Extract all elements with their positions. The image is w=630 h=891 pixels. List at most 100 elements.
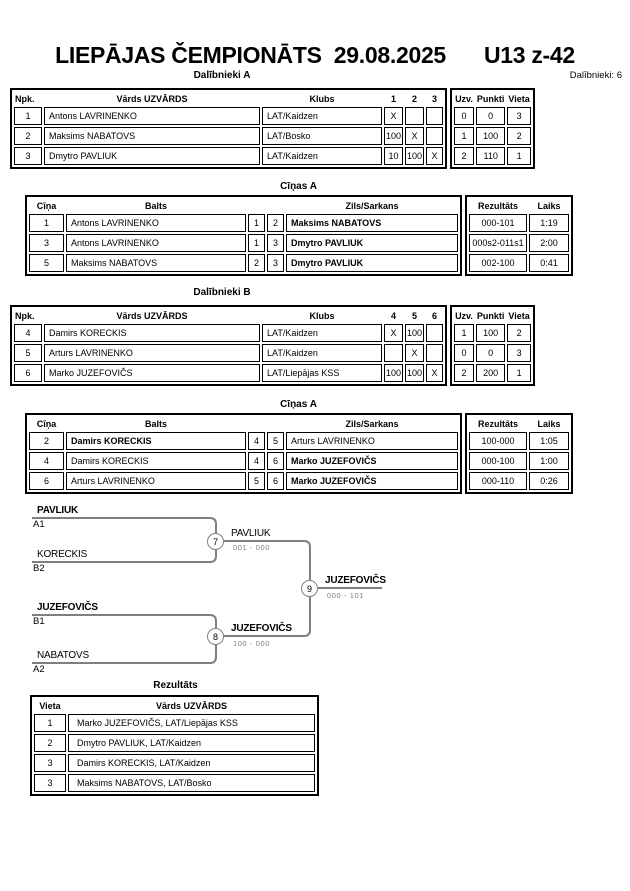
club-cell: LAT/Kaidzen [262, 147, 382, 165]
table-row: 000-110 0:26 [469, 472, 569, 490]
col-place: Vieta [39, 700, 61, 711]
col-blue: Zils/Sarkans [345, 200, 399, 211]
table-row: 2 Dmytro PAVLIUK, LAT/Kaidzen [34, 734, 315, 752]
table-row: 0 0 3 [454, 107, 531, 125]
col-result: Rezultāts [477, 418, 518, 429]
col-2: 2 [412, 93, 418, 104]
group-a-main: Npk. Vārds UZVĀRDS Klubs 1 2 3 1 Antons … [10, 88, 448, 169]
header-row: Npk. Vārds UZVĀRDS Klubs 1 2 3 [14, 92, 443, 105]
table-row: 1 100 2 [454, 127, 531, 145]
match-score: 000 - 101 [327, 591, 365, 600]
bracket-entry-name: NABATOVS [37, 650, 89, 661]
score-cell [384, 344, 404, 362]
title-category: U13 z-42 [483, 42, 575, 68]
score-cell: 100 [384, 127, 404, 145]
blue-name-cell: Marko JUZEFOVIČS [286, 452, 458, 470]
white-name-cell: Maksims NABATOVS [66, 254, 246, 272]
table-row: 0 0 3 [454, 344, 531, 362]
col-name: Vārds UZVĀRDS [155, 700, 227, 711]
bracket-entry-name: JUZEFOVIČS [37, 602, 98, 613]
npk-cell: 1 [14, 107, 42, 125]
col-fight: Cīņa [36, 418, 57, 429]
col-spacer [267, 417, 284, 430]
time-cell: 1:05 [529, 432, 569, 450]
table-row: 002-100 0:41 [469, 254, 569, 272]
time-cell: 0:26 [529, 472, 569, 490]
time-cell: 1:00 [529, 452, 569, 470]
white-no-cell: 4 [248, 452, 265, 470]
blue-no-cell: 2 [267, 214, 284, 232]
group-b-table: Npk. Vārds UZVĀRDS Klubs 4 5 6 4 Damirs … [10, 305, 535, 386]
club-cell: LAT/Kaidzen [262, 324, 382, 342]
fight-no-cell: 3 [29, 234, 64, 252]
match-winner-name: JUZEFOVIČS [325, 575, 386, 586]
score-cell [426, 107, 444, 125]
score-cell: X [426, 147, 444, 165]
time-cell: 2:00 [529, 234, 569, 252]
fight-row: 4 Damirs KORECKIS 4 6 Marko JUZEFOVIČS [29, 452, 458, 470]
white-name-cell: Antons LAVRINENKO [66, 214, 246, 232]
col-points: Punkti [476, 93, 505, 104]
club-cell: LAT/Kaidzen [262, 344, 382, 362]
white-no-cell: 4 [248, 432, 265, 450]
match-number: 7 [212, 536, 218, 547]
table-row: 2 110 1 [454, 147, 531, 165]
fight-no-cell: 4 [29, 452, 64, 470]
match-score: 001 - 000 [233, 543, 271, 552]
fights-a-main: Cīņa Balts Zils/Sarkans 1 Antons LAVRINE… [25, 195, 462, 276]
fight-row: 1 Antons LAVRINENKO 1 2 Maksims NABATOVS [29, 214, 458, 232]
group-a-heading: Dalībnieki A [193, 70, 251, 81]
bracket-entry-seed: A2 [33, 664, 45, 675]
group-b-heading: Dalībnieki B [193, 287, 251, 298]
points-cell: 100 [475, 127, 506, 145]
col-npk: Npk. [15, 93, 35, 104]
score-cell: 10 [384, 147, 404, 165]
name-cell: Arturs LAVRINENKO [44, 344, 260, 362]
col-white: Balts [144, 200, 167, 211]
fight-no-cell: 1 [29, 214, 64, 232]
col-5: 5 [412, 310, 418, 321]
place-cell: 3 [507, 344, 531, 362]
bracket-entry-seed: B2 [33, 563, 45, 574]
npk-cell: 2 [14, 127, 42, 145]
club-cell: LAT/Kaidzen [262, 107, 382, 125]
place-cell: 2 [507, 127, 531, 145]
table-row: 1 Antons LAVRINENKO LAT/Kaidzen X [14, 107, 444, 125]
elimination-bracket: PAVLIUK A1 KORECKIS B2 JUZEFOVIČS B1 NAB… [0, 500, 630, 691]
col-spacer [248, 417, 265, 430]
blue-name-cell: Dmytro PAVLIUK [286, 234, 458, 252]
fights-a-heading: Cīņas A [280, 181, 317, 192]
fights-b-table: Cīņa Balts Zils/Sarkans 2 Damirs KORECKI… [25, 413, 573, 494]
header-row: Rezultāts Laiks [469, 417, 569, 430]
npk-cell: 5 [14, 344, 42, 362]
place-cell: 2 [507, 324, 531, 342]
header-row: Uzv. Punkti Vieta [454, 92, 531, 105]
bracket-entry-name: PAVLIUK [37, 505, 79, 516]
club-cell: LAT/Liepājas KSS [262, 364, 382, 382]
white-no-cell: 5 [248, 472, 265, 490]
header-row: Npk. Vārds UZVĀRDS Klubs 4 5 6 [14, 309, 443, 322]
match-number-badge: 9 [301, 580, 318, 597]
table-row: 2 200 1 [454, 364, 531, 382]
col-place: Vieta [508, 310, 530, 321]
match-number: 8 [212, 631, 218, 642]
bracket-entry-seed: A1 [33, 519, 45, 530]
result-cell: 002-100 [469, 254, 527, 272]
fights-b-main: Cīņa Balts Zils/Sarkans 2 Damirs KORECKI… [25, 413, 462, 494]
col-place: Vieta [508, 93, 530, 104]
name-cell: Dmytro PAVLIUK, LAT/Kaidzen [68, 734, 315, 752]
table-row: 3 Maksims NABATOVS, LAT/Bosko [34, 774, 315, 792]
col-name: Vārds UZVĀRDS [116, 310, 188, 321]
table-row: 4 Damirs KORECKIS LAT/Kaidzen X 100 [14, 324, 444, 342]
col-wins: Uzv. [455, 93, 473, 104]
name-cell: Maksims NABATOVS, LAT/Bosko [68, 774, 315, 792]
fights-a-results: Rezultāts Laiks 000-101 1:19 000s2-011s1… [465, 195, 573, 276]
table-row: 000s2-011s1 2:00 [469, 234, 569, 252]
time-cell: 0:41 [529, 254, 569, 272]
fight-no-cell: 6 [29, 472, 64, 490]
name-cell: Antons LAVRINENKO [44, 107, 260, 125]
col-1: 1 [391, 93, 397, 104]
points-cell: 0 [475, 107, 506, 125]
wins-cell: 2 [454, 364, 474, 382]
